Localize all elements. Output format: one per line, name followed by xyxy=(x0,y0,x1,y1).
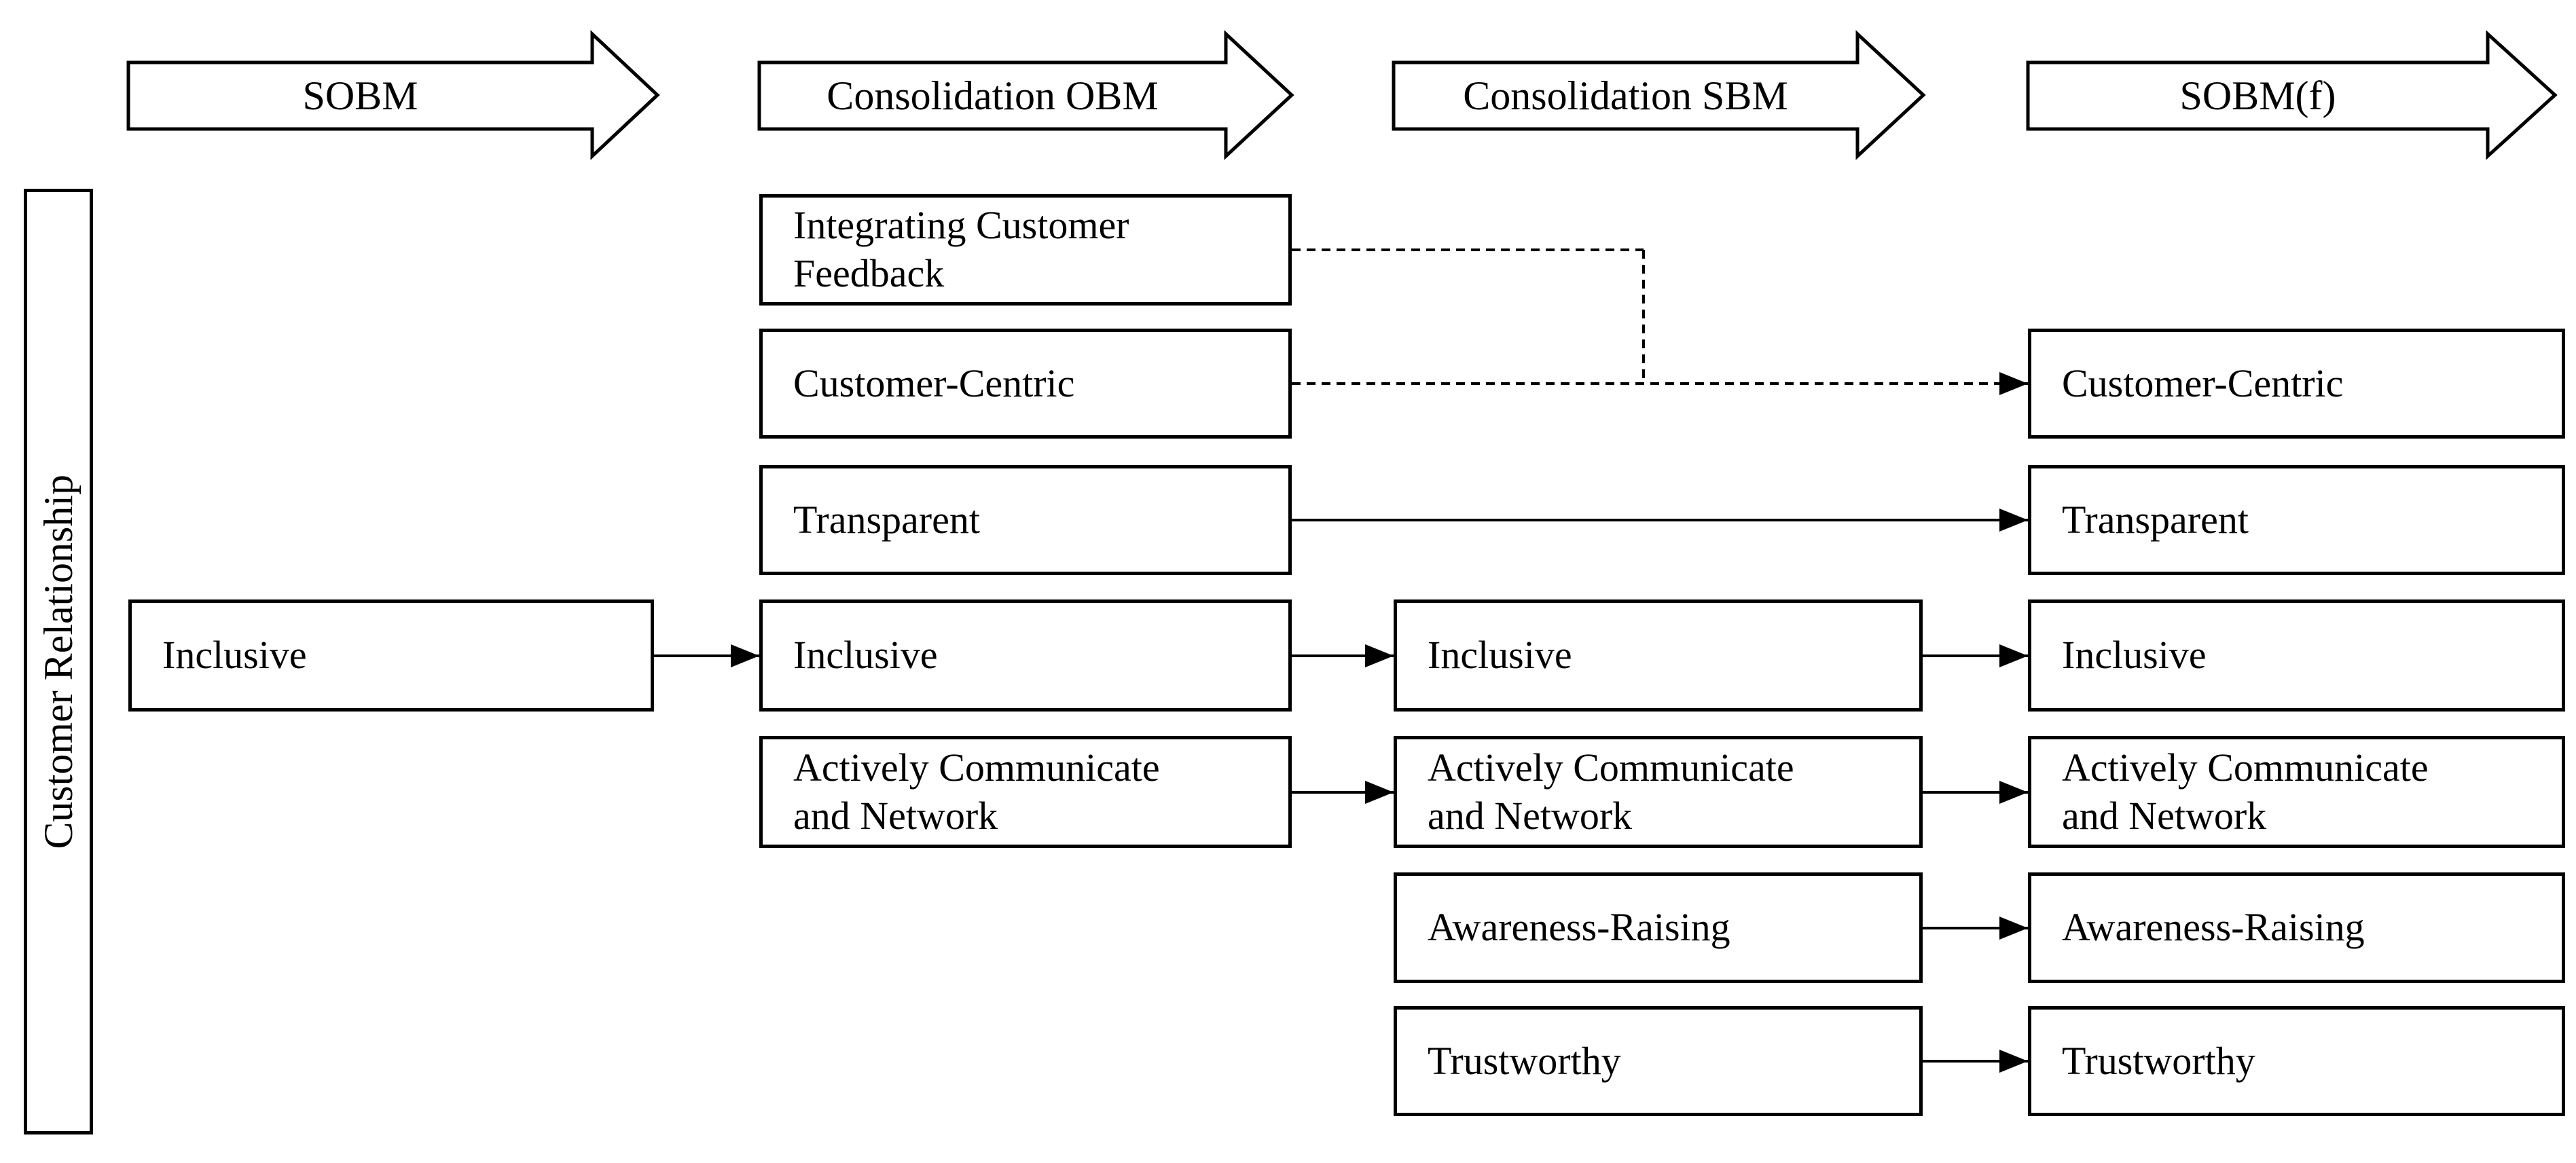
box-label: Transparent xyxy=(793,497,980,542)
box-obm-transparent: Transparent xyxy=(759,465,1292,575)
box-label: Actively Communicate and Network xyxy=(1428,745,1794,838)
box-sobmf-transparent: Transparent xyxy=(2028,465,2565,575)
box-label: Inclusive xyxy=(2062,633,2207,678)
box-sbm-inclusive: Inclusive xyxy=(1394,599,1923,712)
box-sobmf-awareness-raising: Awareness-Raising xyxy=(2028,872,2565,983)
box-label: Inclusive xyxy=(1428,633,1572,678)
box-obm-customer-centric: Customer-Centric xyxy=(759,329,1292,439)
box-sobmf-customer-centric: Customer-Centric xyxy=(2028,329,2565,439)
box-sobmf-trustworthy: Trustworthy xyxy=(2028,1006,2565,1116)
banner-label-consolidation-obm: Consolidation OBM xyxy=(827,73,1159,118)
box-sobm-inclusive: Inclusive xyxy=(128,599,654,712)
banner-arrow-shape-consolidation-obm xyxy=(757,30,1294,160)
box-label: Awareness-Raising xyxy=(2062,905,2365,950)
box-label: Inclusive xyxy=(793,633,938,678)
banner-arrow-shape-sobm xyxy=(126,30,660,160)
sidebar-customer-relationship: Customer Relationship xyxy=(24,189,93,1134)
box-label: Trustworthy xyxy=(1428,1038,1621,1083)
banner-label-sobm-f: SOBM(f) xyxy=(2179,73,2336,118)
box-obm-actively-communicate: Actively Communicate and Network xyxy=(759,736,1292,848)
banner-arrow-shape-sobm-f xyxy=(2026,30,2558,160)
box-obm-inclusive: Inclusive xyxy=(759,599,1292,712)
box-label: Customer-Centric xyxy=(2062,361,2344,405)
sidebar-label: Customer Relationship xyxy=(35,474,81,849)
box-label: Actively Communicate and Network xyxy=(793,745,1160,838)
box-sbm-awareness-raising: Awareness-Raising xyxy=(1394,872,1923,983)
box-sobmf-actively-communicate: Actively Communicate and Network xyxy=(2028,736,2565,848)
box-obm-integrating-customer-feedback: Integrating Customer Feedback xyxy=(759,194,1292,306)
box-sbm-actively-communicate: Actively Communicate and Network xyxy=(1394,736,1923,848)
box-label: Awareness-Raising xyxy=(1428,905,1730,950)
banner-arrow-shape-consolidation-sbm xyxy=(1392,30,1926,160)
box-label: Customer-Centric xyxy=(793,361,1075,405)
box-label: Transparent xyxy=(2062,497,2249,542)
box-sobmf-inclusive: Inclusive xyxy=(2028,599,2565,712)
banner-label-consolidation-sbm: Consolidation SBM xyxy=(1463,73,1788,118)
banner-label-sobm: SOBM xyxy=(302,73,418,118)
box-sbm-trustworthy: Trustworthy xyxy=(1394,1006,1923,1116)
box-label: Actively Communicate and Network xyxy=(2062,745,2429,838)
box-label: Integrating Customer Feedback xyxy=(793,203,1129,295)
box-label: Trustworthy xyxy=(2062,1038,2255,1083)
box-label: Inclusive xyxy=(162,633,307,678)
